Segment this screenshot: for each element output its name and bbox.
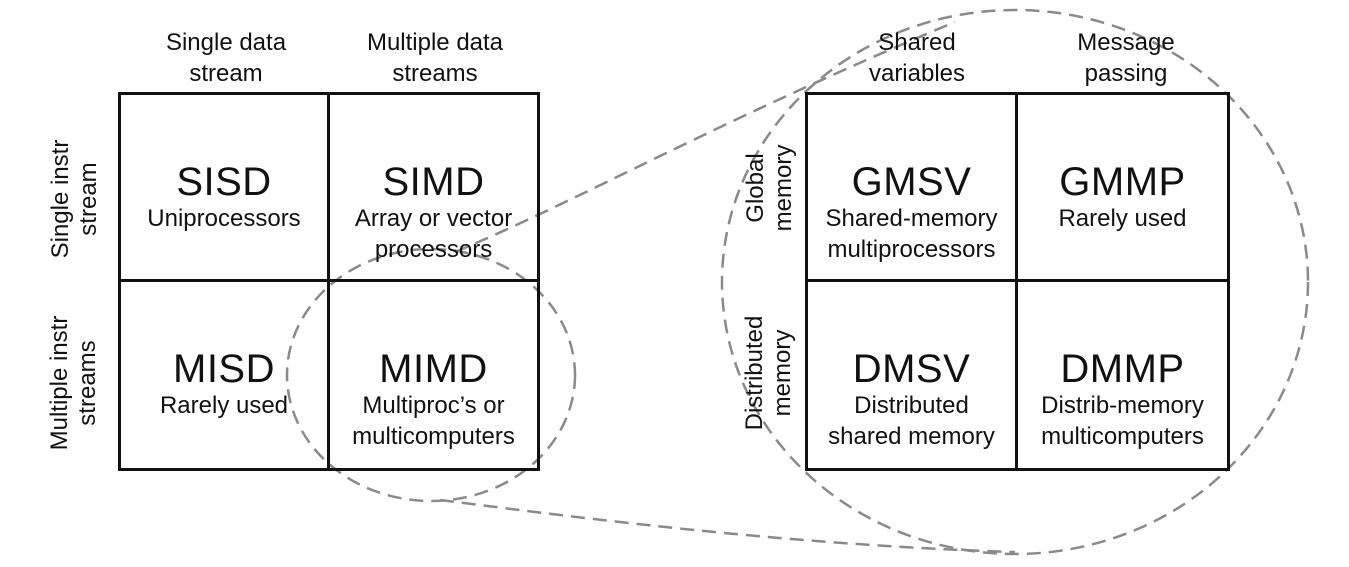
cell-description: Uniprocessors bbox=[147, 205, 301, 232]
cell-gmmp: GMMP Rarely used bbox=[1018, 161, 1227, 234]
cell-code: SIMD bbox=[382, 160, 485, 204]
cell-description: Shared-memory multiprocessors bbox=[825, 205, 998, 263]
cell-description: Multiproc’s or multicomputers bbox=[352, 392, 515, 450]
upper-connector-line bbox=[454, 20, 956, 254]
cell-code: GMMP bbox=[1059, 160, 1186, 204]
zoom-circle bbox=[720, 8, 1310, 556]
lower-connector-line bbox=[439, 498, 1016, 554]
cell-mimd: MIMD Multiproc’s or multicomputers bbox=[330, 348, 537, 452]
col-header-shared-variables: Shared variables bbox=[868, 29, 966, 87]
cell-code: DMMP bbox=[1060, 347, 1185, 391]
cell-code: GMSV bbox=[851, 160, 972, 204]
cell-dmsv: DMSV Distributed shared memory bbox=[808, 348, 1015, 452]
cell-code: DMSV bbox=[852, 347, 971, 391]
cell-description: Rarely used bbox=[159, 392, 289, 419]
cell-code: SISD bbox=[176, 160, 272, 204]
cell-description: Rarely used bbox=[1058, 205, 1187, 232]
row-header-global-memory: Global memory bbox=[742, 144, 797, 232]
johnson-grid-hdivider bbox=[805, 279, 1230, 282]
mimd-highlight-circle bbox=[285, 247, 577, 503]
cell-code: MISD bbox=[173, 347, 275, 391]
flynn-grid-hdivider bbox=[118, 279, 540, 282]
cell-description: Distributed shared memory bbox=[828, 392, 995, 450]
cell-dmmp: DMMP Distrib-memory multicomputers bbox=[1018, 348, 1227, 452]
cell-misd: MISD Rarely used bbox=[121, 348, 327, 421]
cell-code: MIMD bbox=[379, 347, 488, 391]
col-header-single-data: Single data stream bbox=[165, 29, 287, 87]
cell-description: Distrib-memory multicomputers bbox=[1041, 392, 1204, 450]
col-header-multiple-data: Multiple data streams bbox=[366, 29, 504, 87]
row-header-distributed-memory: Distributed memory bbox=[741, 315, 796, 431]
cell-gmsv: GMSV Shared-memory multiprocessors bbox=[808, 161, 1015, 265]
row-header-multiple-instr: Multiple instr streams bbox=[46, 315, 101, 451]
col-header-message-passing: Message passing bbox=[1077, 29, 1175, 87]
row-header-single-instr: Single instr stream bbox=[47, 139, 102, 259]
cell-sisd: SISD Uniprocessors bbox=[121, 161, 327, 234]
cell-simd: SIMD Array or vector processors bbox=[330, 161, 537, 265]
cell-description: Array or vector processors bbox=[354, 205, 513, 263]
